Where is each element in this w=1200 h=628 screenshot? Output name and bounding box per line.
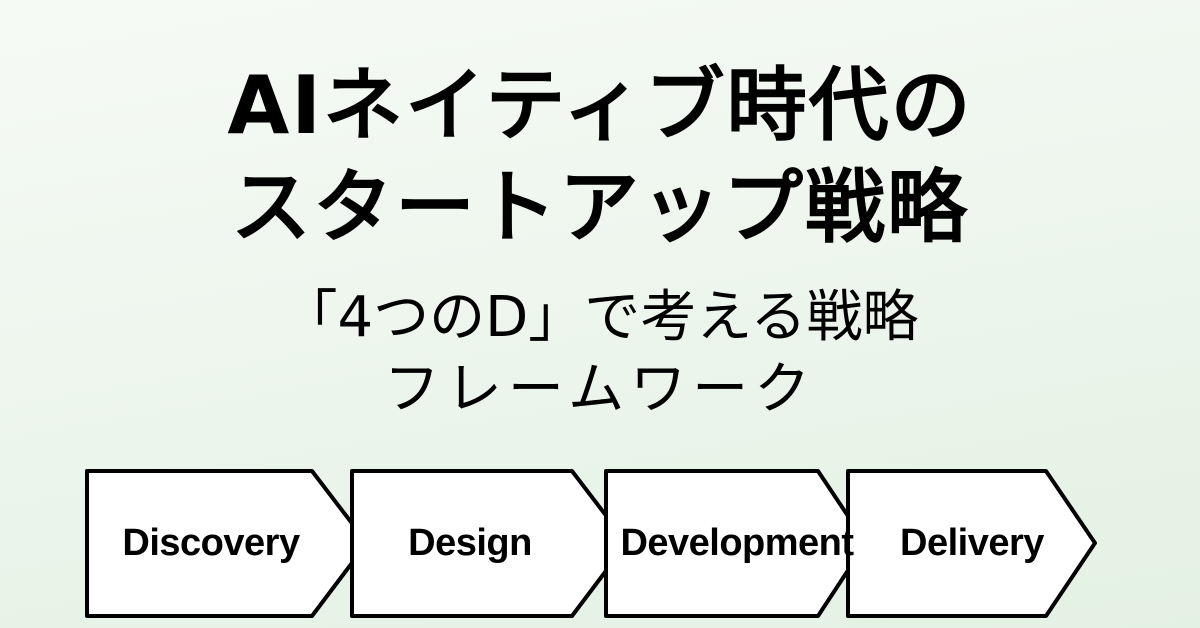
chevron-development [604, 469, 868, 618]
chevron-design [350, 469, 629, 618]
step-label-development: Development [620, 522, 854, 564]
subtitle-line-2: フレームワーク [383, 357, 817, 422]
step-label-delivery: Delivery [900, 522, 1044, 564]
step-label-discovery: Discovery [122, 522, 300, 564]
chevron-delivery [846, 469, 1097, 618]
step-label-design: Design [408, 522, 532, 564]
subtitle-line-1: 「4つのD」で考える戦略 [281, 285, 919, 350]
chevron-discovery [85, 469, 369, 618]
title-line-2: スタートアップ戦略 [231, 161, 969, 254]
title-line-1: AIネイティブ時代の [227, 59, 973, 152]
